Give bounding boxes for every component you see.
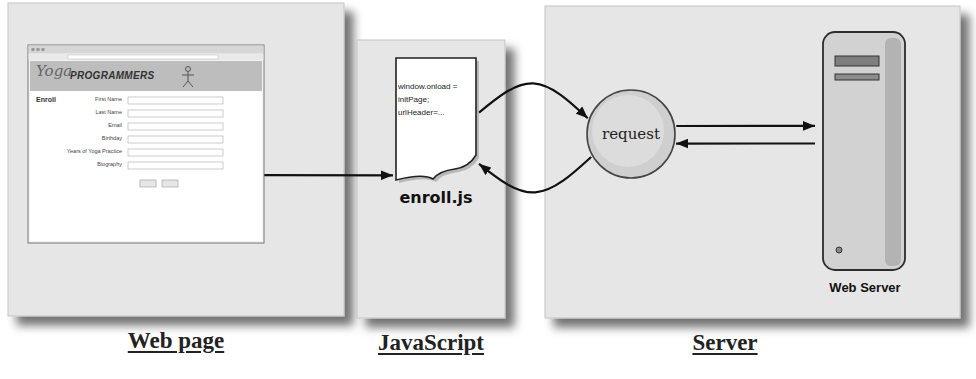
form-heading: Enroll [36,96,56,103]
input-field [128,123,223,130]
input-field [128,110,223,117]
panel-heading: Server [692,330,757,356]
web-server-outline [815,28,915,303]
input-field [128,149,223,156]
form-button [162,180,178,187]
page-body [30,91,262,241]
circle-label: request [602,125,660,143]
field-label: Email [28,122,122,129]
logo-word: Yoga [36,62,72,80]
drive-bay [835,74,879,80]
window-button [31,48,35,52]
field-label: Last Name [28,109,122,116]
panel: Web pageYogaPROGRAMMERSEnrollFirst NameL… [8,3,344,316]
flow-arrow [479,83,588,118]
web-server: Web Server [815,28,915,303]
panel-heading: Web page [128,328,224,354]
page-header [30,61,262,91]
input-field [128,97,223,104]
request-ball [587,90,675,178]
field-label: First Name [28,96,122,103]
flow-arrow [676,125,815,127]
flow-arrow [676,142,815,144]
form-button [140,180,156,187]
address-field [68,55,218,59]
flow-arrow [479,157,591,192]
field-label: Birthday [28,135,122,142]
field-label: Biography [28,161,122,168]
title-bar [29,46,264,54]
panel-ground [545,6,960,318]
field-label: Years of Yoga Practice [28,148,122,155]
file-page [396,58,476,180]
server-side [885,38,901,266]
request-circle: request [585,88,677,180]
power-button [836,247,842,253]
code-text: window.onload = initPage; urlHeader=... [398,81,474,119]
server-label: Web Server [829,280,900,295]
window-frame [28,45,264,243]
logo-figure [182,72,194,87]
address-bar [29,54,264,60]
logo-word: PROGRAMMERS [70,70,154,81]
server-case [823,32,905,270]
browser-screenshot: YogaPROGRAMMERS EnrollFirst NameLast Name… [28,45,264,243]
logo-figure-head [186,67,191,72]
panel-heading: JavaScript [378,330,484,356]
panel-ground [8,3,344,316]
window-button [36,48,40,52]
drive-bay [835,56,879,66]
file-name: enroll.js [399,188,472,207]
script-file-icon: window.onload = initPage; urlHeader=...e… [393,55,479,183]
window-button [41,48,45,52]
flow-arrow [264,174,393,176]
panel-ground [357,40,505,318]
panel: ServerrequestWeb Server [545,6,960,318]
input-field [128,162,223,169]
panel: JavaScriptwindow.onload = initPage; urlH… [357,40,505,318]
script-file-icon-outline [393,55,479,183]
request-highlight [592,95,664,167]
input-field [128,136,223,143]
